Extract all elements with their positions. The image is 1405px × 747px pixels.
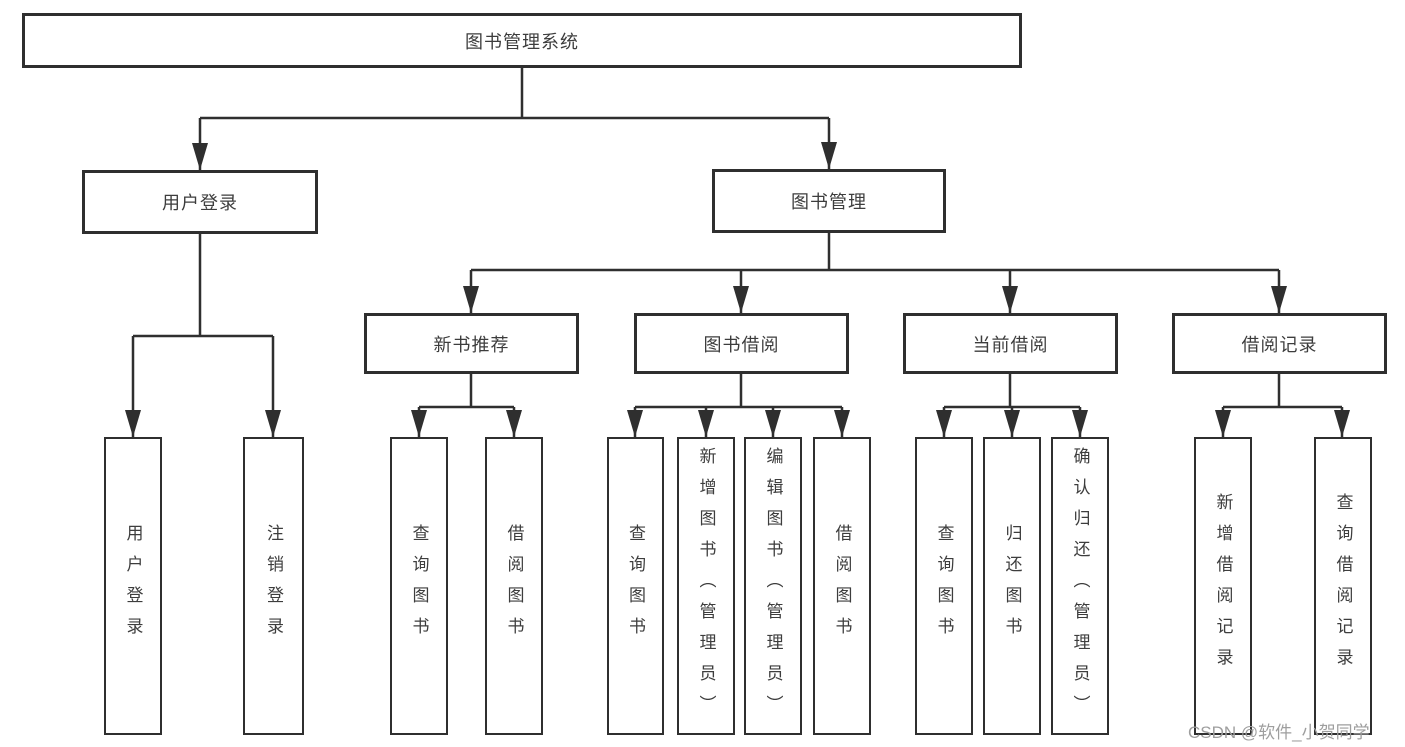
leaf-current-query-books-label: 查询图书 xyxy=(934,524,954,648)
leaf-logout-label: 注销登录 xyxy=(264,524,283,648)
connector-borrow-children xyxy=(633,374,844,437)
node-book-borrow-label: 图书借阅 xyxy=(703,334,780,355)
arrow-down-icon xyxy=(265,410,281,437)
node-current-borrow: 当前借阅 xyxy=(903,313,1118,374)
node-current-borrow-label: 当前借阅 xyxy=(972,334,1049,355)
node-new-book-recommend: 新书推荐 xyxy=(364,313,579,374)
arrow-down-icon xyxy=(698,410,714,437)
node-borrow-records: 借阅记录 xyxy=(1172,313,1387,374)
leaf-recommend-query-books: 查询图书 xyxy=(390,437,448,735)
leaf-add-books-admin-label: 新增图书（管理员） xyxy=(696,446,716,726)
arrow-down-icon xyxy=(1072,410,1088,437)
node-root: 图书管理系统 xyxy=(22,13,1022,68)
arrow-down-icon xyxy=(1334,410,1350,437)
connector-book-management-to-level3 xyxy=(469,233,1281,313)
arrow-down-icon xyxy=(821,142,837,169)
leaf-query-borrow-record: 查询借阅记录 xyxy=(1314,437,1372,735)
leaf-add-borrow-record-label: 新增借阅记录 xyxy=(1213,493,1233,679)
node-book-management: 图书管理 xyxy=(712,169,946,233)
leaf-borrow-books-label: 借阅图书 xyxy=(832,524,852,648)
leaf-return-books-label: 归还图书 xyxy=(1002,524,1022,648)
leaf-borrow-query-books: 查询图书 xyxy=(607,437,664,735)
node-borrow-records-label: 借阅记录 xyxy=(1241,334,1318,355)
leaf-current-query-books: 查询图书 xyxy=(915,437,973,735)
arrow-down-icon xyxy=(1271,286,1287,313)
leaf-add-books-admin: 新增图书（管理员） xyxy=(677,437,735,735)
arrow-down-icon xyxy=(765,410,781,437)
leaf-edit-books-admin-label: 编辑图书（管理员） xyxy=(763,446,783,726)
connector-user-login-children xyxy=(131,234,275,437)
connector-recommend-children xyxy=(417,374,516,437)
arrow-down-icon xyxy=(627,410,643,437)
connector-root-to-level2 xyxy=(198,68,831,170)
leaf-recommend-borrow-books-label: 借阅图书 xyxy=(504,524,524,648)
arrow-down-icon xyxy=(936,410,952,437)
leaf-user-login: 用户登录 xyxy=(104,437,162,735)
arrow-down-icon xyxy=(192,143,208,170)
leaf-recommend-query-books-label: 查询图书 xyxy=(409,524,429,648)
arrow-down-icon xyxy=(1002,286,1018,313)
node-book-borrow: 图书借阅 xyxy=(634,313,849,374)
arrow-down-icon xyxy=(463,286,479,313)
leaf-edit-books-admin: 编辑图书（管理员） xyxy=(744,437,802,735)
arrow-down-icon xyxy=(1004,410,1020,437)
arrow-down-icon xyxy=(506,410,522,437)
leaf-confirm-return-admin-label: 确认归还（管理员） xyxy=(1070,446,1090,726)
arrow-down-icon xyxy=(834,410,850,437)
arrow-down-icon xyxy=(733,286,749,313)
node-book-management-label: 图书管理 xyxy=(791,192,867,212)
leaf-recommend-borrow-books: 借阅图书 xyxy=(485,437,543,735)
leaf-query-borrow-record-label: 查询借阅记录 xyxy=(1333,493,1353,679)
leaf-add-borrow-record: 新增借阅记录 xyxy=(1194,437,1252,735)
arrow-down-icon xyxy=(411,410,427,437)
node-user-login-label: 用户登录 xyxy=(162,193,238,213)
node-user-login: 用户登录 xyxy=(82,170,318,234)
leaf-user-login-label: 用户登录 xyxy=(123,524,143,648)
arrow-down-icon xyxy=(1215,410,1231,437)
csdn-watermark: CSDN @软件_小贺同学 xyxy=(1188,723,1370,742)
leaf-borrow-query-books-label: 查询图书 xyxy=(626,524,645,648)
leaf-return-books: 归还图书 xyxy=(983,437,1041,735)
leaf-borrow-books: 借阅图书 xyxy=(813,437,871,735)
arrow-down-icon xyxy=(125,410,141,437)
node-new-book-recommend-label: 新书推荐 xyxy=(433,334,510,355)
connector-records-children xyxy=(1221,374,1344,437)
leaf-logout: 注销登录 xyxy=(243,437,304,735)
node-root-label: 图书管理系统 xyxy=(465,31,579,52)
leaf-confirm-return-admin: 确认归还（管理员） xyxy=(1051,437,1109,735)
